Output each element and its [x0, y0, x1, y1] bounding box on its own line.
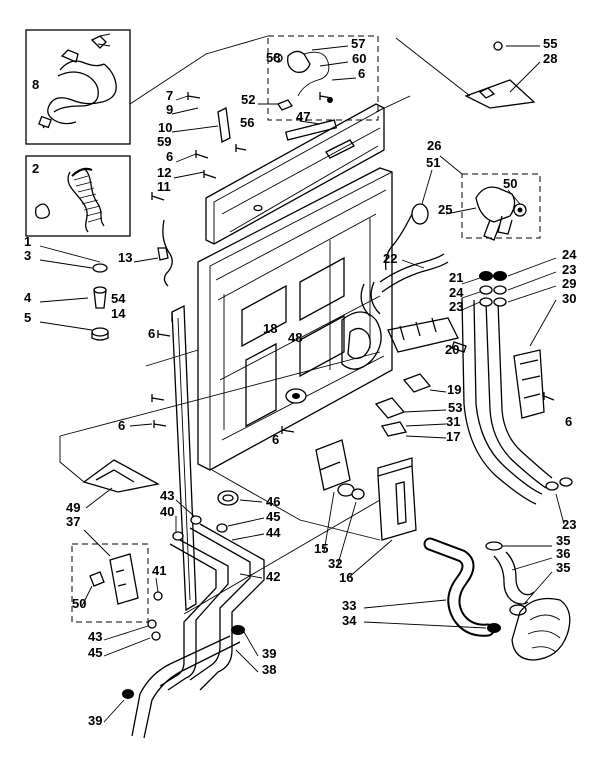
- part-label-l54: 54: [111, 291, 126, 306]
- part-label-l14: 14: [111, 306, 126, 321]
- part-label-l52: 52: [241, 92, 255, 107]
- part-label-l29: 29: [562, 276, 576, 291]
- cabinet-rear-panel: [197, 103, 393, 471]
- upper-small-parts: [258, 35, 379, 141]
- part-label-l21: 21: [449, 270, 463, 285]
- part-label-l43a: 43: [160, 488, 174, 503]
- power-cord-inset: [25, 29, 131, 145]
- part-label-l43b: 43: [88, 629, 102, 644]
- part-label-l35b: 35: [556, 560, 570, 575]
- part-label-l6d: 6: [118, 418, 125, 433]
- motor-mount-parts: [374, 317, 467, 439]
- drain-hose-assembly: [363, 537, 571, 661]
- part-label-l35a: 35: [556, 533, 570, 548]
- water-valve-assembly: [385, 155, 541, 271]
- part-label-l49: 49: [66, 500, 80, 515]
- side-brackets: [133, 107, 231, 287]
- part-label-l3: 3: [24, 248, 31, 263]
- part-label-l55: 55: [543, 36, 557, 51]
- part-label-l22: 22: [383, 251, 397, 266]
- part-label-l28: 28: [543, 51, 557, 66]
- part-label-l6e: 6: [565, 414, 572, 429]
- part-label-l16: 16: [339, 570, 353, 585]
- part-label-l2: 2: [32, 161, 39, 176]
- part-label-l6a: 6: [358, 66, 365, 81]
- part-label-l9: 9: [166, 102, 173, 117]
- part-label-l10: 10: [158, 120, 172, 135]
- part-label-l6b: 6: [166, 149, 173, 164]
- part-label-l32: 32: [328, 556, 342, 571]
- part-label-l25: 25: [438, 202, 452, 217]
- part-label-l5: 5: [24, 310, 31, 325]
- part-label-l42: 42: [266, 569, 280, 584]
- hose-bracket: [513, 299, 557, 419]
- part-label-l19: 19: [447, 382, 461, 397]
- part-label-l50b: 50: [72, 596, 86, 611]
- part-label-l39b: 39: [88, 713, 102, 728]
- part-label-l58: 58: [266, 50, 280, 65]
- part-label-l38: 38: [262, 662, 276, 677]
- part-label-l15: 15: [314, 541, 328, 556]
- part-label-l18: 18: [263, 321, 277, 336]
- part-label-l45a: 45: [266, 509, 280, 524]
- part-label-l6f: 6: [272, 432, 279, 447]
- part-label-l7: 7: [166, 88, 173, 103]
- part-label-l23a: 23: [562, 262, 576, 277]
- part-label-l48: 48: [288, 330, 302, 345]
- part-label-l1: 1: [24, 234, 31, 249]
- part-label-l13: 13: [118, 250, 132, 265]
- part-label-l17: 17: [446, 429, 460, 444]
- part-label-l20: 20: [445, 342, 459, 357]
- part-label-l45b: 45: [88, 645, 102, 660]
- left-support-rail: [171, 304, 197, 612]
- part-label-l40: 40: [160, 504, 174, 519]
- guide-lines: [59, 35, 471, 615]
- part-label-l33: 33: [342, 598, 356, 613]
- part-label-l4: 4: [24, 290, 32, 305]
- part-label-l36: 36: [556, 546, 570, 561]
- part-label-l59: 59: [157, 134, 171, 149]
- part-label-l34: 34: [342, 613, 357, 628]
- inlet-hoses: [360, 253, 573, 525]
- part-label-l51: 51: [426, 155, 440, 170]
- part-label-l56: 56: [240, 115, 254, 130]
- part-label-l31: 31: [446, 414, 460, 429]
- part-label-l23c: 23: [562, 517, 576, 532]
- part-label-l30: 30: [562, 291, 576, 306]
- part-label-l11: 11: [157, 179, 171, 194]
- part-label-l24b: 24: [449, 285, 464, 300]
- part-label-l44: 44: [266, 525, 281, 540]
- left-small-parts: [39, 245, 109, 341]
- pump-assembly: [315, 439, 417, 579]
- part-label-l8: 8: [32, 77, 39, 92]
- part-label-l26: 26: [427, 138, 441, 153]
- part-label-l6c: 6: [148, 326, 155, 341]
- part-label-l57: 57: [351, 36, 365, 51]
- part-label-l46: 46: [266, 494, 280, 509]
- part-label-l39a: 39: [262, 646, 276, 661]
- drain-hose-inset: [25, 155, 131, 237]
- lower-left-components: [71, 459, 265, 739]
- part-label-l37: 37: [66, 514, 80, 529]
- part-label-l47: 47: [296, 109, 310, 124]
- part-label-l60: 60: [352, 51, 366, 66]
- part-label-l53: 53: [448, 400, 462, 415]
- mounting-screws: [129, 92, 555, 434]
- part-label-l41: 41: [152, 563, 166, 578]
- part-label-l23b: 23: [449, 299, 463, 314]
- part-label-l24a: 24: [562, 247, 577, 262]
- hanger-bracket: [464, 41, 541, 109]
- part-label-l50a: 50: [503, 176, 517, 191]
- part-label-l12: 12: [157, 165, 171, 180]
